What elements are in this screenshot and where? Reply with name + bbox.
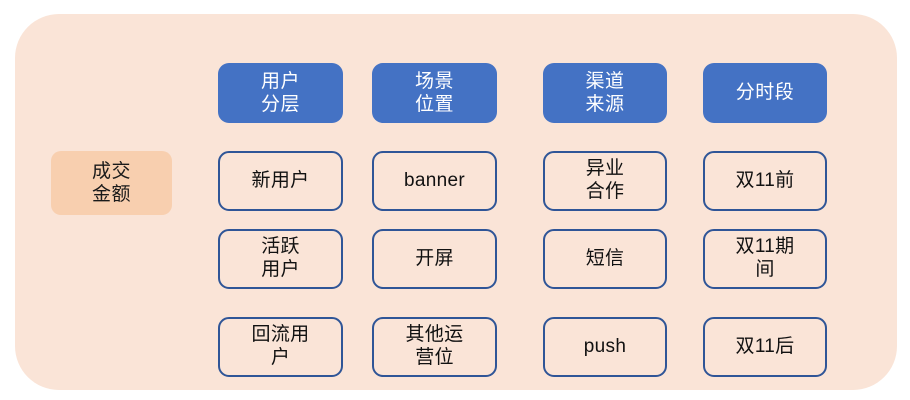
option-user-tier-2[interactable]: 活跃 用户 xyxy=(218,229,343,289)
option-channel-source-3-label: push xyxy=(583,335,627,357)
option-scene-position-1-label: banner xyxy=(404,169,465,191)
option-scene-position-2-label: 开屏 xyxy=(415,247,454,269)
option-scene-position-3-label: 其他运 营位 xyxy=(405,324,464,368)
column-header-channel-source[interactable]: 渠道 来源 xyxy=(543,63,667,123)
option-user-tier-2-label: 活跃 用户 xyxy=(261,236,300,280)
option-time-period-2[interactable]: 双11期 间 xyxy=(703,229,827,289)
option-time-period-3-label: 双11后 xyxy=(735,335,795,357)
column-header-time-period-label: 分时段 xyxy=(735,82,795,104)
option-channel-source-1[interactable]: 异业 合作 xyxy=(543,151,667,211)
metric-chip-label: 成交 金额 xyxy=(91,160,131,205)
option-user-tier-1-label: 新用户 xyxy=(251,169,310,191)
column-header-scene-position-label: 场景 位置 xyxy=(414,70,454,115)
column-header-scene-position[interactable]: 场景 位置 xyxy=(372,63,497,123)
option-user-tier-1[interactable]: 新用户 xyxy=(218,151,343,211)
option-time-period-3[interactable]: 双11后 xyxy=(703,317,827,377)
option-scene-position-3[interactable]: 其他运 营位 xyxy=(372,317,497,377)
option-user-tier-3[interactable]: 回流用 户 xyxy=(218,317,343,377)
option-time-period-2-label: 双11期 间 xyxy=(735,236,795,280)
option-channel-source-3[interactable]: push xyxy=(543,317,667,377)
column-header-channel-source-label: 渠道 来源 xyxy=(585,70,625,115)
option-channel-source-1-label: 异业 合作 xyxy=(585,158,625,202)
option-channel-source-2[interactable]: 短信 xyxy=(543,229,667,289)
option-channel-source-2-label: 短信 xyxy=(585,247,625,269)
option-time-period-1[interactable]: 双11前 xyxy=(703,151,827,211)
column-header-user-tier[interactable]: 用户 分层 xyxy=(218,63,343,123)
option-scene-position-2[interactable]: 开屏 xyxy=(372,229,497,289)
metric-chip-gmv[interactable]: 成交 金额 xyxy=(51,151,172,215)
option-scene-position-1[interactable]: banner xyxy=(372,151,497,211)
option-user-tier-3-label: 回流用 户 xyxy=(251,324,310,368)
column-header-user-tier-label: 用户 分层 xyxy=(260,70,300,115)
option-time-period-1-label: 双11前 xyxy=(735,169,795,191)
column-header-time-period[interactable]: 分时段 xyxy=(703,63,827,123)
